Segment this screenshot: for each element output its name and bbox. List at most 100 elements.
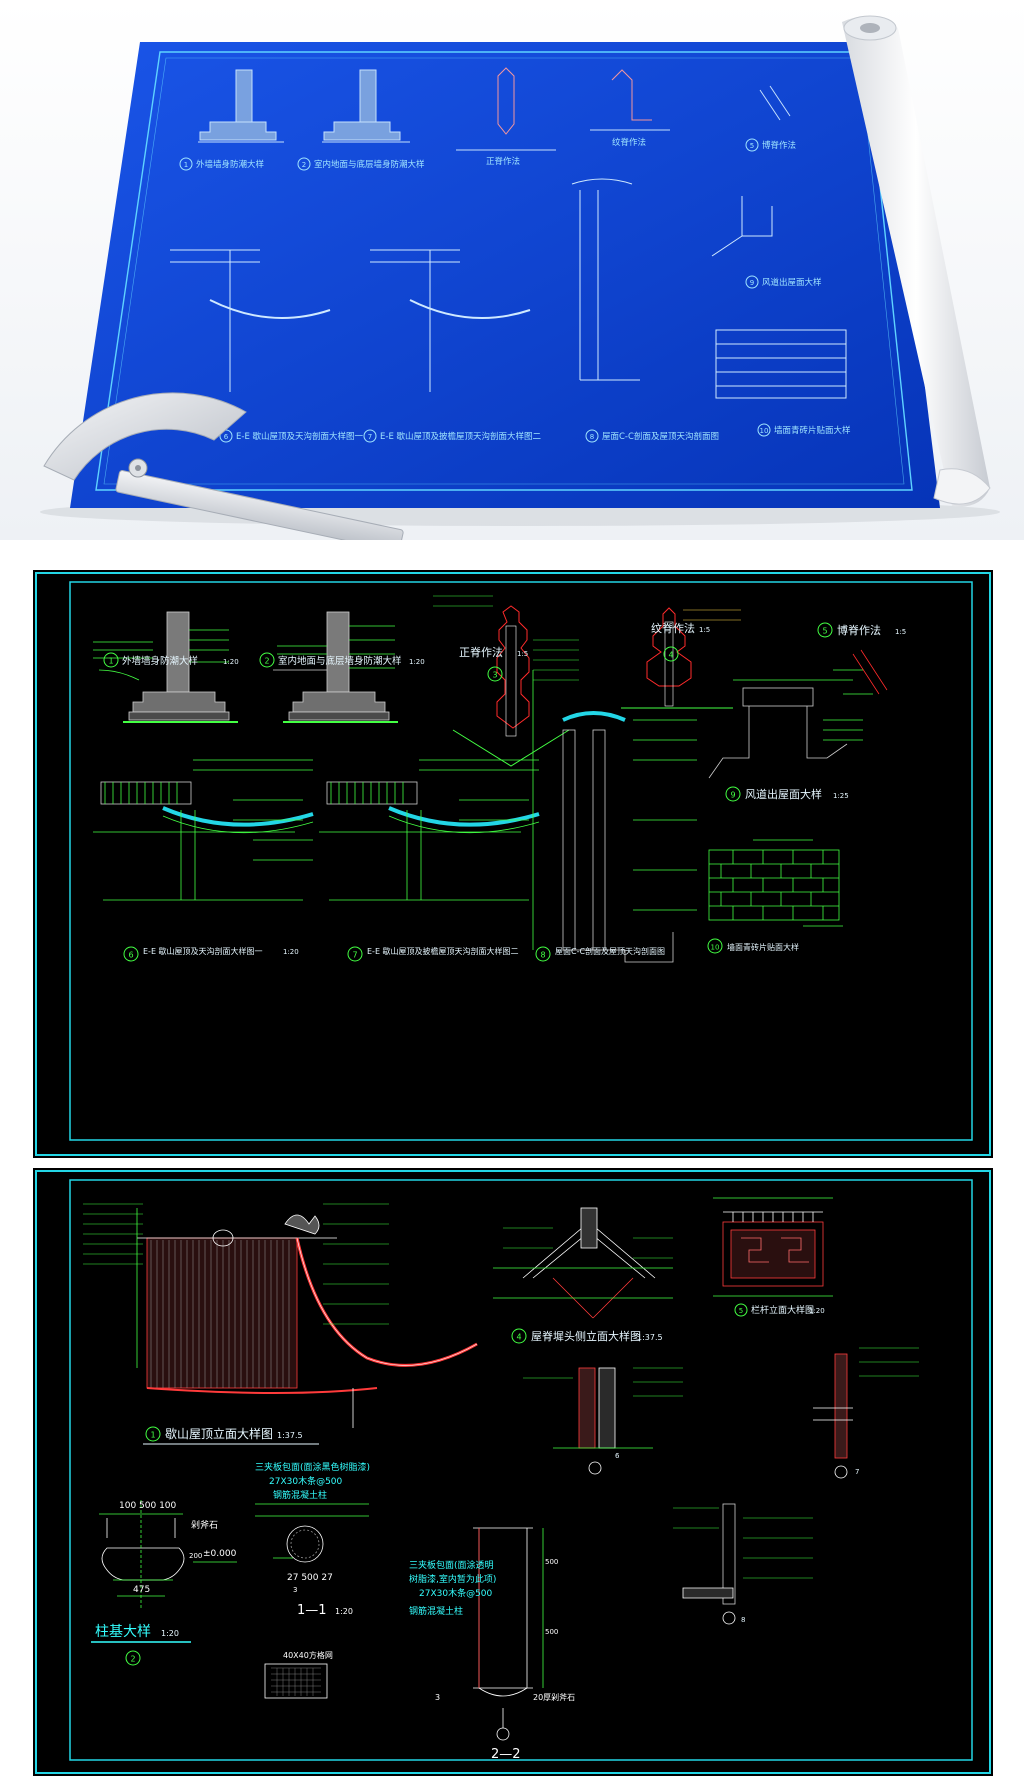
- blueprint-frame: [95, 51, 913, 491]
- caption-6: E-E 歇山屋顶及天沟剖面大样图一: [143, 946, 263, 956]
- cap-num: 8: [540, 951, 545, 960]
- cap-num: 2: [130, 1655, 135, 1664]
- drawing-title: 歇山屋顶立面大样图: [165, 1426, 273, 1441]
- bp-caption: 室内地面与底层墙身防潮大样: [314, 159, 425, 170]
- note-line: 三夹板包面(面涂黑色树脂漆): [255, 1461, 370, 1473]
- drawing-scale: 1:37.5: [277, 1431, 303, 1440]
- note-line: 三夹板包面(面涂透明: [409, 1559, 494, 1571]
- detail-8-num: 8: [741, 1616, 745, 1624]
- cap-num: 7: [352, 951, 357, 960]
- bp-caption: 外墙墙身防潮大样: [196, 159, 265, 170]
- sheet-inner-frame: [69, 581, 973, 1141]
- detail-9-vent-exit: [708, 679, 863, 779]
- cap-num: 1: [108, 657, 113, 666]
- bp-caption: 正脊作法: [486, 156, 520, 167]
- detail-8-c-section: [532, 670, 697, 963]
- cad-sheet-detail-panel: 1 外墙墙身防潮大样 1:20 2 室内地面与底层墙身防潮大样 1:20 正脊作法 1…: [33, 570, 993, 1158]
- bp-caption: 墙面青砖片贴面大样: [774, 425, 851, 436]
- drawing-title: 1—1: [297, 1603, 327, 1618]
- blueprint-sheet: [70, 42, 940, 508]
- detail-2-floor-moistureproof: [273, 611, 398, 723]
- bp-caption: 纹脊作法: [612, 137, 646, 148]
- bp-caption: 博脊作法: [762, 140, 796, 151]
- railing-title: 5 栏杆立面大样图 1:20: [734, 1303, 825, 1317]
- bp-cap-num: 5: [750, 142, 754, 150]
- caption-9: 风道出屋面大样: [745, 787, 822, 801]
- cap-num: 10: [711, 944, 720, 952]
- detail-6-num: 6: [615, 1452, 620, 1460]
- dim-row: 3: [293, 1586, 297, 1594]
- drawing-scale: 1:37.5: [637, 1333, 663, 1342]
- dim-top: 100 500 100: [119, 1501, 177, 1511]
- cap-num: 5: [739, 1307, 743, 1315]
- detail-3-num: 3: [435, 1693, 440, 1702]
- section-1-1: [255, 1503, 369, 1699]
- detail-8-section: [673, 1503, 813, 1625]
- drawing-scale: 1:20: [161, 1629, 179, 1638]
- railing-elevation: [713, 1197, 833, 1297]
- drawing-title: 2—2: [491, 1747, 521, 1762]
- gable-roof-elevation: [83, 1203, 478, 1428]
- cap-num: 2: [264, 657, 269, 666]
- note-line: 27X30木条@500: [269, 1475, 343, 1487]
- sheet-outer-frame: [35, 1170, 991, 1774]
- caption-scale: 1:5: [699, 626, 710, 634]
- detail-7-section: [813, 1347, 919, 1479]
- note-stone-pad: 剁斧石: [191, 1519, 218, 1531]
- ridge-side-title: 4 屋脊墀头侧立面大样图 1:37.5: [511, 1328, 663, 1344]
- cap-num: 6: [128, 951, 133, 960]
- bp-caption-group: 1 外墙墙身防潮大样 2 室内地面与底层墙身防潮大样 正脊作法 纹脊作法 5 博…: [179, 137, 851, 443]
- detail-3-main-ridge: [433, 595, 579, 767]
- bp-cap-num: 10: [760, 427, 769, 435]
- column-base-dims: 100 500 100 475 200 ±0.000 剁斧石: [119, 1501, 237, 1595]
- caption-3: 正脊作法: [459, 645, 503, 659]
- blueprint-photo-panel: 1 外墙墙身防潮大样 2 室内地面与底层墙身防潮大样 正脊作法 纹脊作法 5 博…: [0, 0, 1024, 540]
- paper-roll-icon: [842, 15, 991, 507]
- cad-sheet-elevation-panel: 1 歇山屋顶立面大样图 1:37.5 4 屋脊墀头侧立面大样图 1:37.5 5…: [33, 1168, 993, 1776]
- dim-vertical: 500: [545, 1558, 558, 1566]
- bp-cap-num: 6: [224, 433, 229, 441]
- note-line: 钢筋混凝土柱: [273, 1489, 327, 1501]
- caption-7: E-E 歇山屋顶及披檐屋顶天沟剖面大样图二: [367, 946, 519, 956]
- note-line: 钢筋混凝土柱: [409, 1605, 463, 1617]
- detail-10-brick-veneer: [708, 839, 843, 927]
- caption-2: 室内地面与底层墙身防潮大样: [278, 655, 402, 667]
- section-2-2-notes: 三夹板包面(面涂透明 树脂漆,室内暂为此项) 27X30木条@500 钢筋混凝土…: [409, 1558, 575, 1762]
- note-line: 27X30木条@500: [419, 1587, 493, 1599]
- caption-1: 外墙墙身防潮大样: [122, 655, 198, 667]
- sheet-inner-frame: [69, 1179, 973, 1761]
- bp-caption: 屋面C-C剖面及屋顶天沟剖面图: [602, 431, 719, 442]
- bp-cap-num: 1: [184, 161, 188, 169]
- bp-caption: 风道出屋面大样: [762, 277, 822, 288]
- caption-scale: 1:20: [223, 658, 239, 666]
- caption-scale: 1:5: [895, 628, 906, 636]
- note-stone: 20厚剁斧石: [533, 1692, 575, 1702]
- caption-10: 墙面青砖片贴面大样: [727, 942, 799, 952]
- caption-scale: 1:20: [409, 658, 425, 666]
- gable-roof-title: 1 歇山屋顶立面大样图 1:37.5: [143, 1426, 319, 1445]
- cap-num: 4: [516, 1333, 521, 1342]
- ridge-side-elevation: [493, 1207, 673, 1319]
- cap-num: 9: [730, 791, 735, 800]
- drawing-title: 栏杆立面大样图: [751, 1304, 814, 1316]
- note-plate: 40X40方格网: [283, 1650, 333, 1660]
- caption-8: 屋面C-C剖面及屋顶天沟剖面图: [555, 946, 665, 956]
- drawing-scale: 1:20: [335, 1607, 353, 1616]
- column-base-detail: [99, 1500, 237, 1608]
- bp-cap-num: 2: [302, 161, 306, 169]
- drawing-title: 柱基大样: [95, 1623, 151, 1640]
- dim-width: 475: [133, 1585, 150, 1595]
- note-line: 树脂漆,室内暂为此项): [409, 1573, 496, 1585]
- column-base-title: 柱基大样 1:20 2: [91, 1623, 191, 1666]
- dim-level: ±0.000: [203, 1549, 237, 1559]
- bp-row1-details: [198, 67, 791, 151]
- detail-6-gable-gutter-section: [93, 759, 314, 901]
- dim-vertical: 500: [545, 1628, 558, 1636]
- caption-4: 纹脊作法: [651, 621, 695, 635]
- detail-6-section: [523, 1367, 683, 1475]
- caption-scale: 1:25: [833, 792, 849, 800]
- drawing-title: 屋脊墀头侧立面大样图: [531, 1329, 641, 1343]
- bp-caption: E-E 歇山屋顶及披檐屋顶天沟剖面大样图二: [380, 431, 542, 442]
- cad-captions: 1 外墙墙身防潮大样 1:20 2 室内地面与底层墙身防潮大样 1:20 正脊作法 1…: [103, 621, 906, 962]
- section-2-2: [473, 1527, 544, 1741]
